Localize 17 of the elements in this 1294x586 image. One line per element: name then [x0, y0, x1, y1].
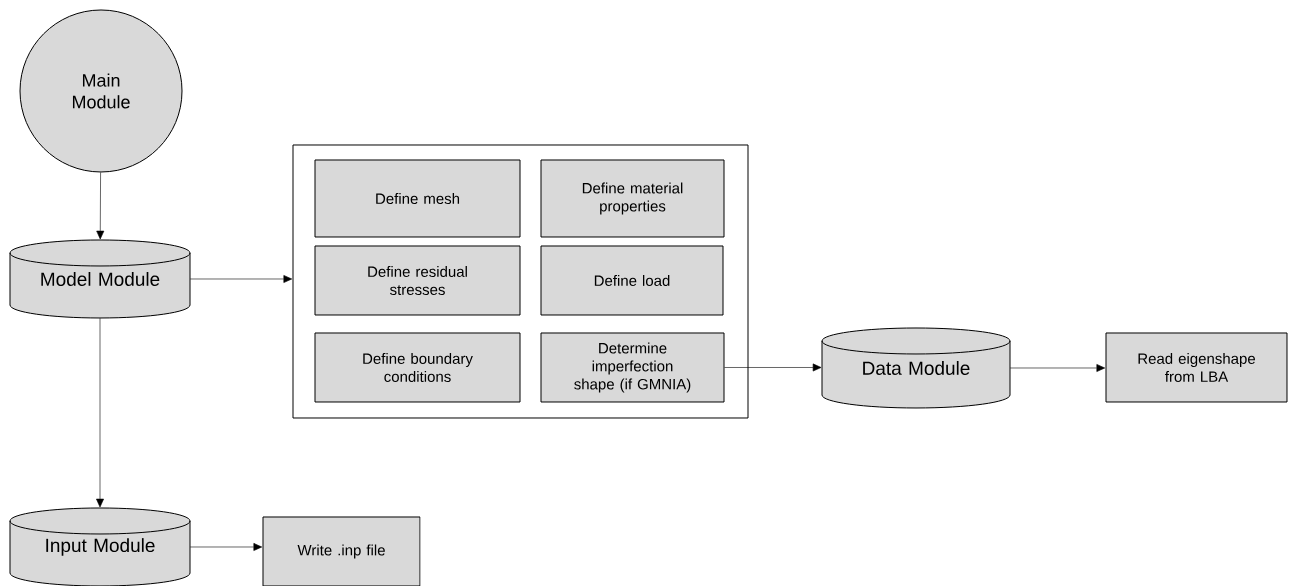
process-box: Define material properties	[540, 159, 725, 238]
process-box: Write .inp file	[262, 516, 421, 586]
arrow	[96, 172, 105, 240]
process-box: Determine imperfection shape (if GMNIA)	[540, 332, 725, 403]
database-cylinder: Input Module	[9, 507, 191, 586]
process-box: Define load	[540, 245, 724, 316]
process-box: Define residual stresses	[314, 245, 521, 316]
process-box: Define boundary conditions	[314, 332, 521, 403]
arrow	[96, 317, 104, 508]
arrow	[724, 363, 822, 372]
database-cylinder: Model Module	[9, 239, 191, 319]
process-box: Read eigenshape from LBA	[1105, 332, 1288, 403]
arrow	[1009, 364, 1106, 372]
database-cylinder: Data Module	[821, 327, 1011, 409]
arrow	[189, 275, 293, 283]
process-box: Define mesh	[314, 159, 521, 238]
arrow	[189, 543, 263, 551]
